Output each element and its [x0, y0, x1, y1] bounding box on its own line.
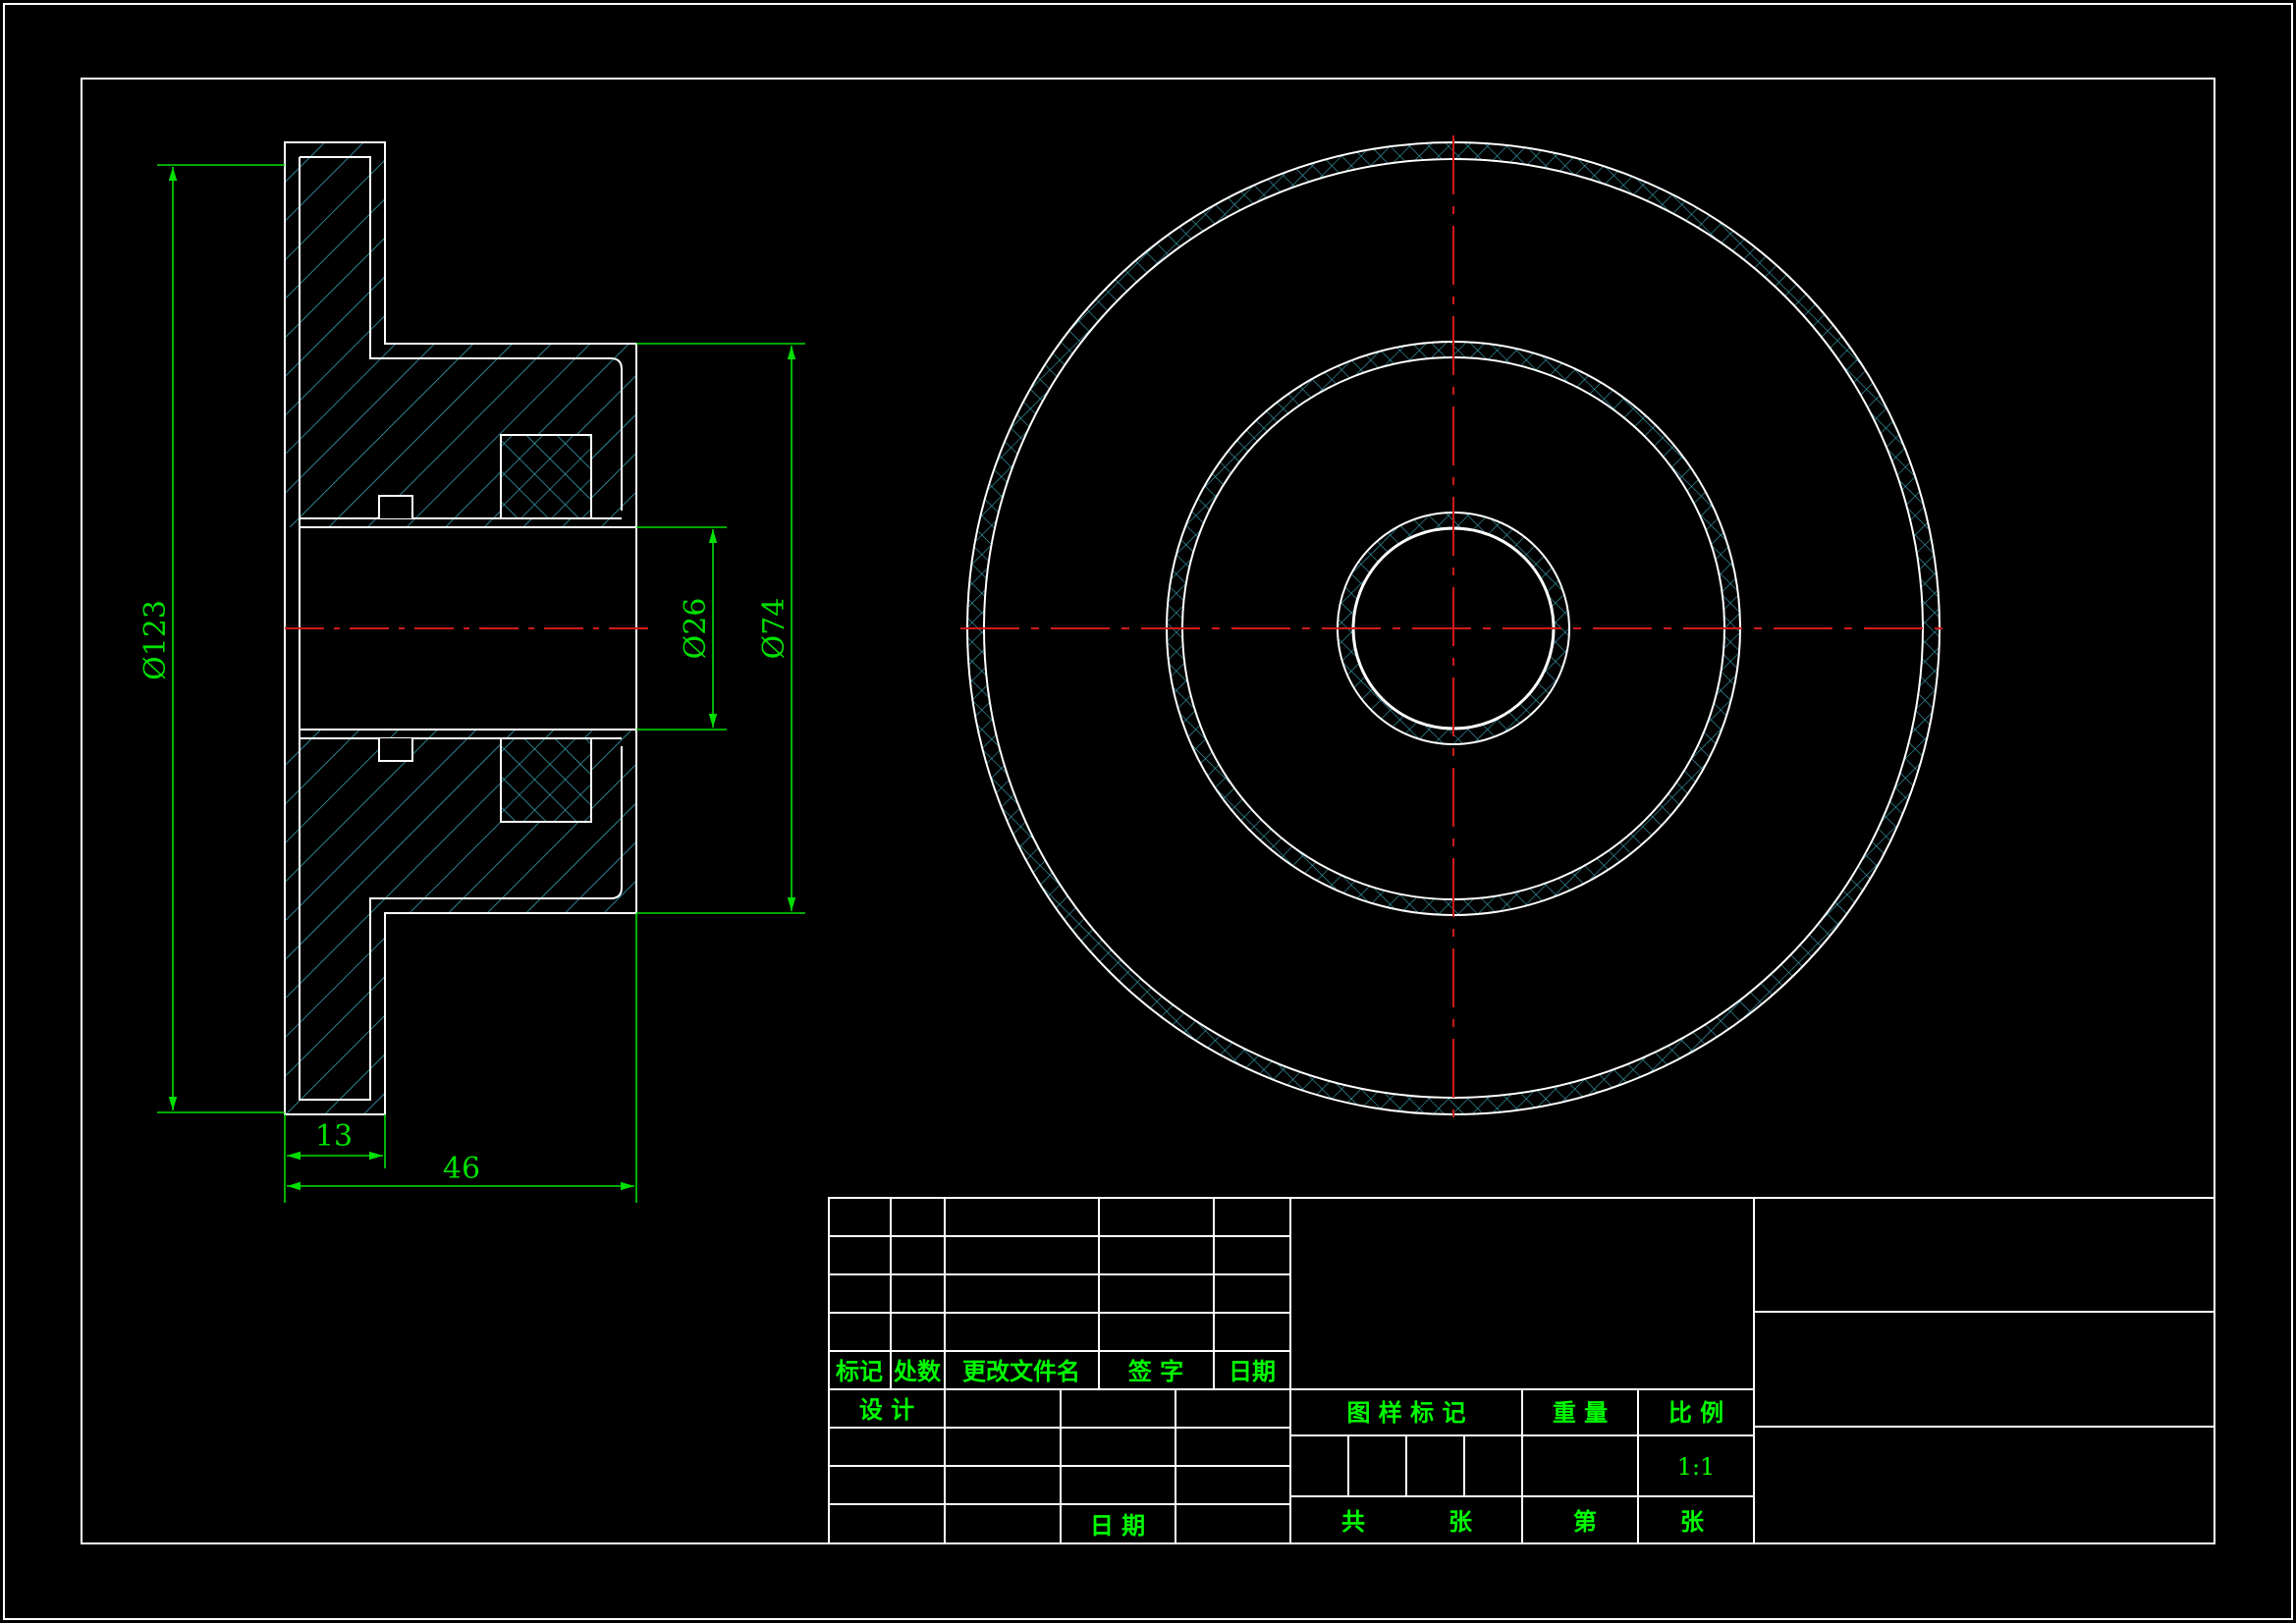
cad-section-view-icon — [284, 141, 648, 1115]
tb-total-label: 共 — [1341, 1508, 1365, 1536]
dim-bore-diameter: Ø26 — [679, 598, 713, 660]
dim-hub-diameter: Ø74 — [757, 598, 792, 660]
section-lower-body — [285, 730, 636, 1114]
title-block — [828, 1197, 2215, 1544]
tb-sheet-unit-2: 张 — [1680, 1508, 1705, 1536]
tb-sheet-unit-1: 张 — [1449, 1508, 1473, 1536]
tb-header-mark: 标记 — [836, 1358, 883, 1385]
tb-scale-label: 比 例 — [1668, 1399, 1723, 1427]
tb-drawing-mark-label: 图 样 标 记 — [1346, 1399, 1465, 1427]
tb-header-date: 日期 — [1229, 1358, 1276, 1385]
outer-sheet-border — [3, 3, 2293, 1620]
dim-overall-length: 46 — [443, 1152, 480, 1186]
dim-flange-thickness: 13 — [315, 1119, 353, 1154]
tb-header-file: 更改文件名 — [962, 1358, 1080, 1385]
dimension-lines — [157, 164, 805, 1203]
cad-end-view-icon — [960, 135, 1946, 1121]
tb-header-count: 处数 — [893, 1358, 942, 1385]
tb-scale-value: 1:1 — [1677, 1453, 1716, 1481]
tb-number-label: 第 — [1573, 1508, 1597, 1536]
tb-header-signature: 签 字 — [1127, 1358, 1183, 1385]
dim-flange-diameter: Ø123 — [138, 600, 173, 680]
section-upper-body — [285, 142, 636, 527]
tb-weight-label: 重 量 — [1553, 1399, 1608, 1427]
tb-date-label: 日 期 — [1090, 1512, 1145, 1540]
tb-design-label: 设 计 — [859, 1396, 914, 1424]
